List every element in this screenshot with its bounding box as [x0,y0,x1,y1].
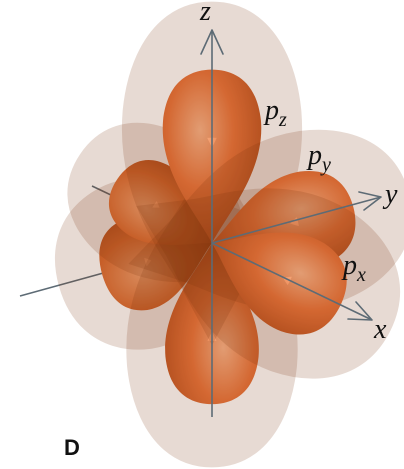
axis-front-segments [200,29,382,417]
y-axis-front-line [211,196,382,244]
pz-label-base: p [263,95,279,126]
panel-label: D [64,435,80,460]
pz-label: pz [263,95,287,131]
py-label: py [306,140,331,176]
x-axis-label: x [373,314,387,345]
px-label: px [341,250,366,286]
y-axis-arrowhead [358,191,382,211]
z-axis-label: z [199,0,211,27]
z-axis-arrowhead [200,29,224,55]
x-axis-arrowhead [347,301,373,321]
pz-label-sub: z [278,109,287,131]
px-label-sub: x [356,264,366,286]
y-axis-label: y [382,179,398,210]
py-label-base: p [306,140,322,171]
py-label-sub: y [320,154,331,176]
x-axis-front-line [211,242,373,321]
px-label-base: p [341,250,357,281]
